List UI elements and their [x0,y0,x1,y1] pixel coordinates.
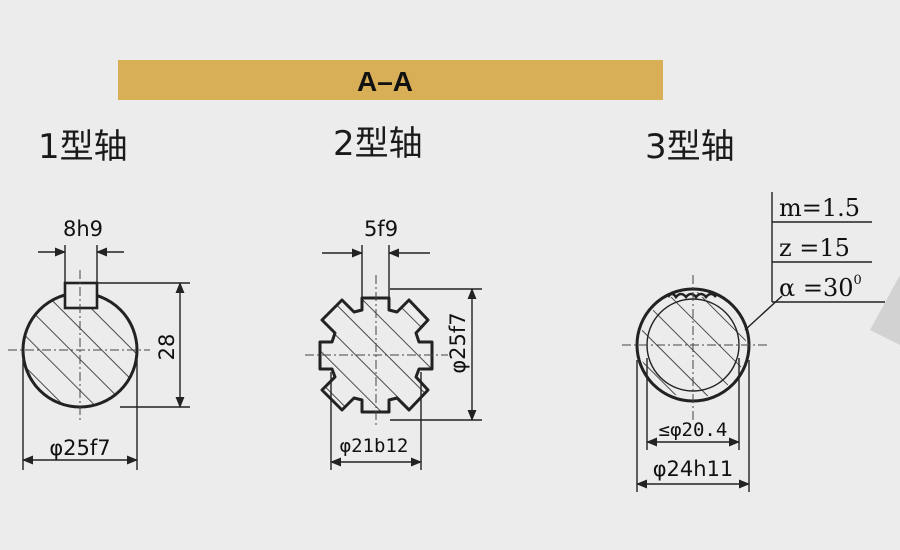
shaft-3-inner-diameter: ≤φ20.4 [659,419,728,441]
shaft-3-section: m=1.5 z =15 α =300 ≤φ20.4 φ24h11 [622,192,885,492]
shaft-2-section: 5f9 φ25f7 φ21b12 [305,217,482,470]
shaft-1-key [63,281,99,310]
shaft-1-diameter: φ25f7 [49,436,110,460]
shaft-3-teeth [666,292,717,300]
shaft-2-outer-diameter: φ25f7 [446,312,470,373]
shaft-1-title: 1型轴 [38,127,128,167]
spec-teeth: z =15 [779,234,850,262]
watermark-shape [870,275,900,345]
shaft-3-spec-table: m=1.5 z =15 α =300 [771,192,885,303]
section-label: A–A [357,66,413,97]
spec-module: m=1.5 [779,194,860,222]
shaft-3-title: 3型轴 [645,127,735,167]
shaft-1-key-width: 8h9 [63,217,103,241]
shaft-2-inner-diameter: φ21b12 [340,435,409,457]
shaft-1-section: 8h9 28 φ25f7 [8,217,190,470]
shaft-1-height: 28 [155,334,179,361]
shaft-2-title: 2型轴 [333,124,423,164]
section-banner: A–A [118,60,663,100]
shaft-2-spline-width: 5f9 [364,217,398,241]
shaft-3-outer-diameter: φ24h11 [653,457,734,481]
spec-angle: α =300 [779,273,862,302]
